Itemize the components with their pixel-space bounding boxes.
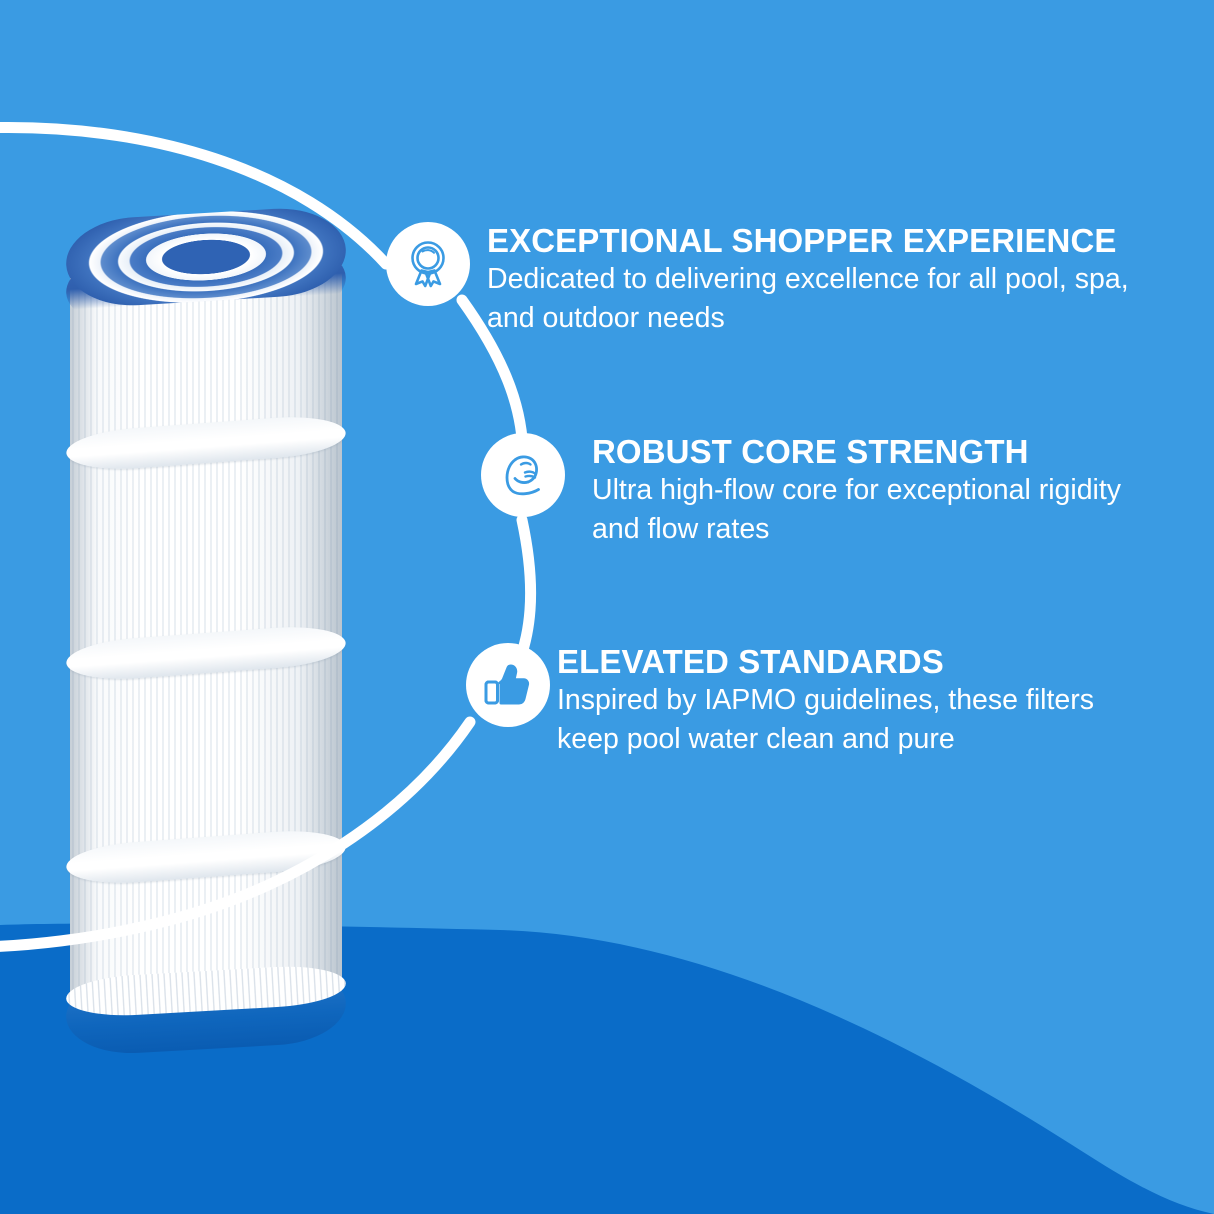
feature-title-3: ELEVATED STANDARDS xyxy=(557,643,944,680)
flexed-bicep-icon xyxy=(505,455,540,496)
feature-block-1: EXCEPTIONAL SHOPPER EXPERIENCE Dedicated… xyxy=(487,222,1177,337)
feature-icon-circle-2 xyxy=(481,433,565,517)
feature-body-1-line-1: Dedicated to delivering excellence for a… xyxy=(487,263,1129,295)
feature-icon-circle-3 xyxy=(466,643,550,727)
feature-block-2: ROBUST CORE STRENGTH Ultra high-flow cor… xyxy=(592,433,1182,548)
feature-body-3-line-2: keep pool water clean and pure xyxy=(557,723,955,755)
feature-block-3: ELEVATED STANDARDS Inspired by IAPMO gui… xyxy=(557,643,1157,758)
cartridge-pleats xyxy=(70,255,342,1015)
feature-body-1-line-2: and outdoor needs xyxy=(487,302,725,334)
award-ribbon-icon xyxy=(411,241,445,288)
feature-body-2-line-2: and flow rates xyxy=(592,513,770,545)
feature-icon-circle-1 xyxy=(386,222,470,306)
feature-body-3-line-1: Inspired by IAPMO guidelines, these filt… xyxy=(557,684,1095,716)
feature-body-2-line-1: Ultra high-flow core for exceptional rig… xyxy=(592,474,1122,506)
feature-title-2: ROBUST CORE STRENGTH xyxy=(592,433,1029,470)
product-image-filter-cartridge xyxy=(56,204,356,1060)
thumbs-up-icon xyxy=(484,664,530,705)
feature-title-1: EXCEPTIONAL SHOPPER EXPERIENCE xyxy=(487,222,1117,259)
